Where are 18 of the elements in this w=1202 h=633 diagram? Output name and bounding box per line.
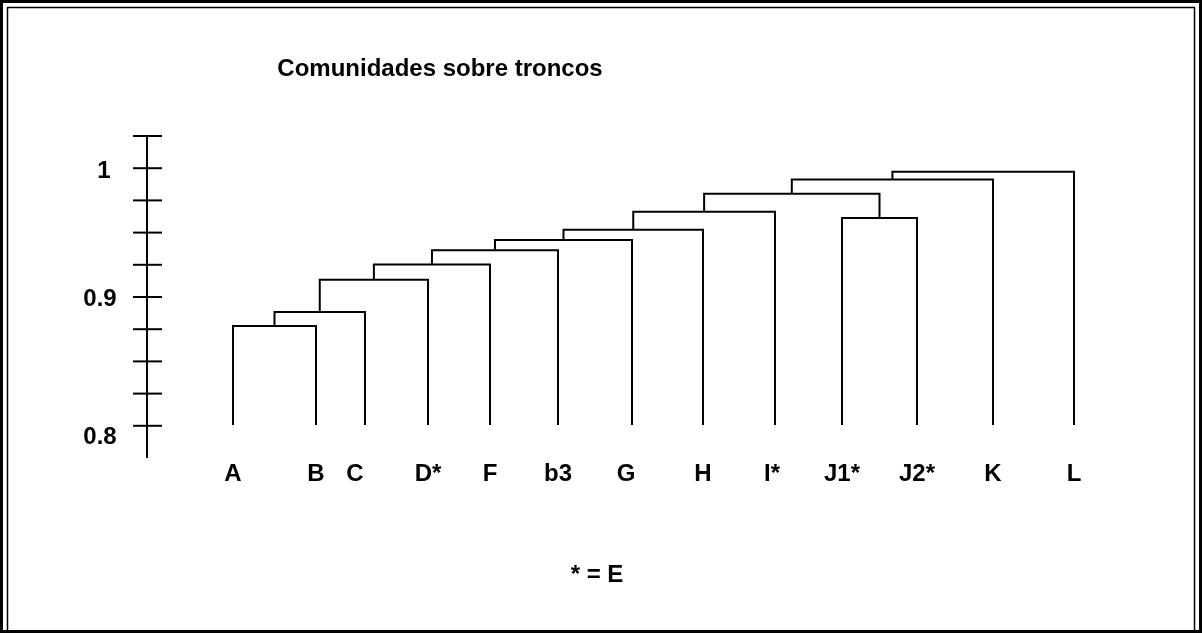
leaf-label: H (694, 459, 712, 487)
leaf-label: G (616, 459, 636, 487)
leaf-label: B (307, 459, 325, 487)
leaf-label: J2* (899, 459, 935, 487)
leaf-label: A (224, 459, 242, 487)
tick-label: 0.8 (83, 422, 117, 450)
chart-title: Comunidades sobre troncos (277, 54, 603, 82)
leaf-label: K (984, 459, 1002, 487)
leaf-label: L (1066, 459, 1082, 487)
tick-label: 0.9 (83, 284, 117, 312)
leaf-label: J1* (824, 459, 860, 487)
leaf-label: C (346, 459, 364, 487)
legend-note: * = E (570, 560, 624, 588)
leaf-label: D* (414, 459, 442, 487)
tick-label: 1 (97, 156, 111, 184)
leaf-label: F (482, 459, 498, 487)
leaf-label: b3 (544, 459, 572, 487)
leaf-label: I* (764, 459, 780, 487)
